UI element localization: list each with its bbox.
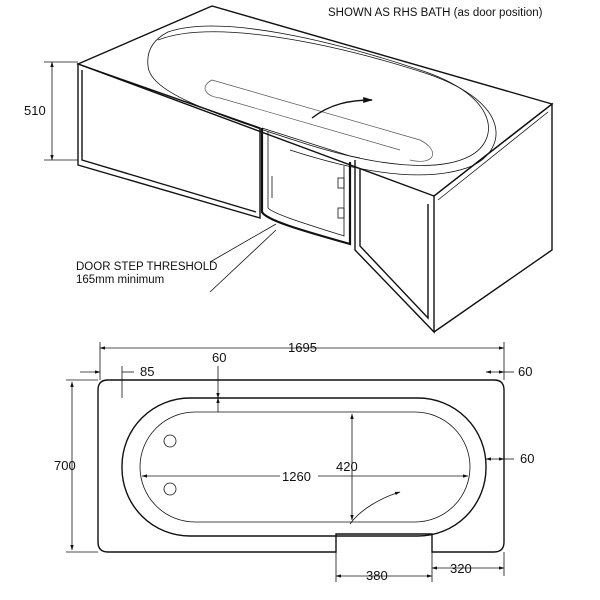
plan-door-swing-arrow [349, 491, 401, 525]
dim-height: 510 [24, 103, 46, 118]
plan-bowl-inner [139, 411, 471, 523]
plan-jet-top [163, 434, 177, 448]
isometric-view: 510 DOOR STEP THRESHOLD 165mm minimum [24, 5, 554, 334]
door-swing-arrow [311, 97, 373, 119]
orientation-note: SHOWN AS RHS BATH (as door position) [328, 7, 543, 19]
bath-front-panel [77, 63, 261, 219]
dim-end-left: 85 [140, 364, 154, 379]
bath-door [260, 128, 352, 246]
dim-inner-width: 420 [336, 459, 358, 474]
threshold-note-line2: 165mm minimum [76, 274, 164, 286]
dim-inner-length: 1260 [282, 469, 311, 484]
bath-bowl-isometric [147, 25, 489, 166]
dim-door-end: 320 [450, 561, 472, 576]
dim-door-opening: 380 [366, 568, 388, 583]
dim-rim-side: 60 [520, 451, 534, 466]
bath-end-panel [433, 102, 553, 333]
plan-view: 1695 85 60 60 700 60 420 1260 [54, 340, 534, 583]
dim-rim-top: 60 [212, 350, 226, 365]
plan-bowl-outer [121, 397, 487, 537]
bath-top-outline [76, 5, 554, 197]
dim-length: 1695 [288, 340, 317, 355]
plan-jet-bottom [163, 482, 177, 496]
dim-width: 700 [54, 458, 76, 473]
dim-rim-right: 60 [518, 364, 532, 379]
threshold-note-line1: DOOR STEP THRESHOLD [76, 261, 217, 273]
